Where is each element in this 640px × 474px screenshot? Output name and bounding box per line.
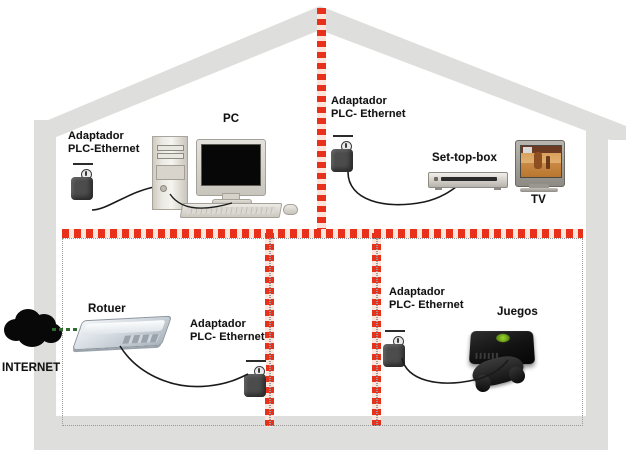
label-set-top-box: Set-top-box <box>432 152 497 164</box>
monitor-screen <box>201 144 261 186</box>
stb-foot <box>435 187 442 190</box>
adapter-body <box>71 177 93 200</box>
stb-foot <box>494 187 501 190</box>
adapter-body <box>244 374 266 397</box>
label-adapter-set-top-box: Adaptador PLC- Ethernet <box>331 95 406 120</box>
pc-monitor[interactable] <box>196 139 266 196</box>
label-pc: PC <box>223 113 240 125</box>
label-adapter-games: Adaptador PLC- Ethernet <box>389 286 464 311</box>
label-tv: TV <box>531 194 546 206</box>
label-games: Juegos <box>497 306 538 318</box>
set-top-box[interactable] <box>428 172 508 190</box>
label-router: Rotuer <box>88 303 126 315</box>
router-ports <box>122 334 160 344</box>
router[interactable] <box>71 315 173 351</box>
house-roof <box>34 6 626 140</box>
plc-adapter-router[interactable] <box>243 360 269 397</box>
label-adapter-pc: Adaptador PLC-Ethernet <box>68 130 140 155</box>
pc-drive-bay <box>157 145 184 151</box>
internet-cloud-icon <box>2 305 64 350</box>
tv-stand <box>529 184 549 189</box>
plc-wire-vertical-attic <box>317 8 326 236</box>
pc-keyboard[interactable] <box>179 203 283 218</box>
adapter-body <box>383 344 405 367</box>
tv-picture <box>520 145 562 178</box>
plc-adapter-pc[interactable] <box>70 163 96 200</box>
internet-link-dashes <box>52 328 88 331</box>
pc-tower[interactable] <box>152 136 188 210</box>
label-internet: INTERNET <box>2 362 61 374</box>
room-ground-left <box>62 238 270 426</box>
room-ground-middle <box>270 238 377 426</box>
plc-wire-horizontal-floor <box>62 229 583 238</box>
stb-disc-slot <box>441 177 497 181</box>
adapter-body <box>331 149 353 172</box>
plc-adapter-games[interactable] <box>382 330 408 367</box>
house-floor-band <box>34 438 608 450</box>
router-top-face <box>82 319 166 336</box>
plc-adapter-set-top-box[interactable] <box>330 135 356 172</box>
pc-power-button[interactable] <box>160 185 167 192</box>
television[interactable] <box>515 140 565 187</box>
room-ground-right <box>377 238 583 426</box>
tv-base <box>520 188 558 192</box>
stb-indicator-led <box>434 177 438 181</box>
pc-mouse[interactable] <box>283 204 298 215</box>
pc-front-panel <box>156 165 185 180</box>
pc-drive-bay <box>157 153 184 159</box>
console-logo-icon <box>496 333 510 343</box>
label-adapter-router: Adaptador PLC- Ethernet <box>190 318 265 343</box>
